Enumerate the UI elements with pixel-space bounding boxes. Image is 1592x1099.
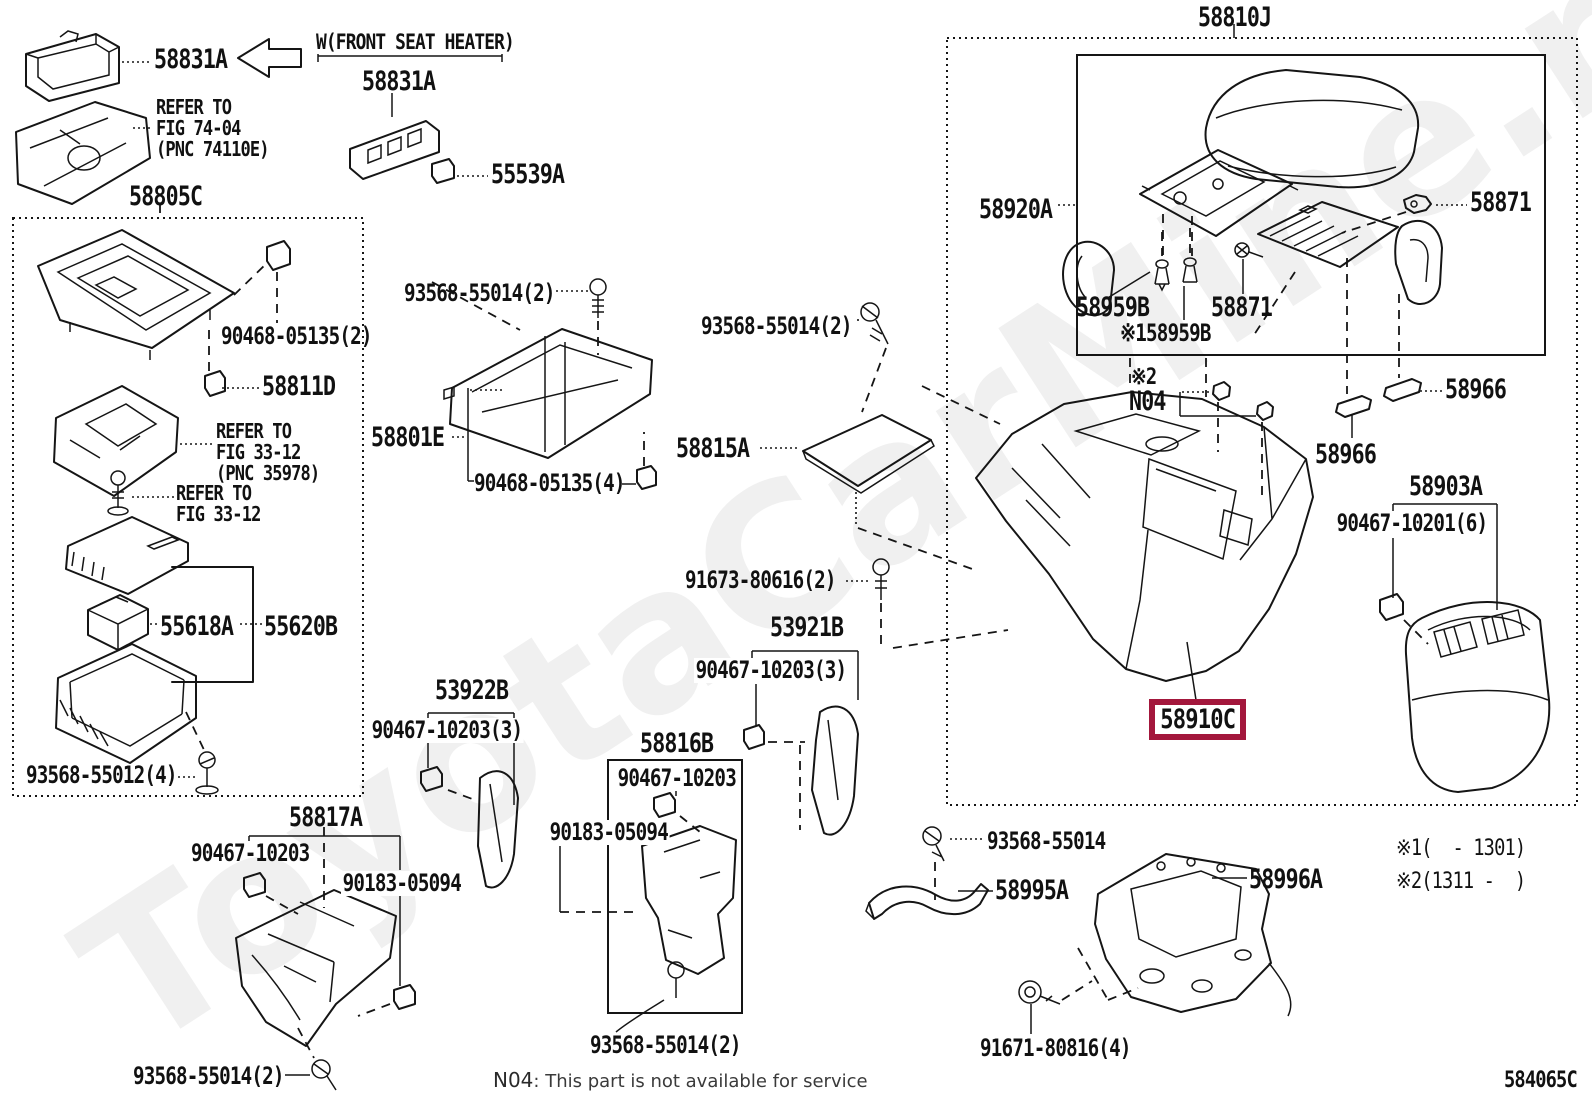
tray-58831a-drawing (25, 30, 152, 102)
part-label-93568-55014-2-d: 93568-55014(2) (590, 1031, 741, 1059)
left-arrow-icon (237, 38, 302, 78)
svg-text:ToyotaCarMine.ru: ToyotaCarMine.ru (41, 0, 1592, 1094)
part-label-58831a-top: 58831A (154, 44, 228, 75)
part-label-58817a: 58817A (289, 802, 363, 833)
part-label-53921b: 53921B (770, 612, 844, 643)
upper-panel-drawing (37, 229, 291, 397)
mat-58815a-drawing (760, 385, 1001, 571)
part-label-55620b: 55620B (264, 611, 338, 642)
part-label-58910c: 58910C (1159, 704, 1236, 735)
service-note-code: N04 (493, 1068, 534, 1092)
part-label-58996a: 58996A (1249, 864, 1323, 895)
service-note: N04: This part is not available for serv… (493, 1068, 868, 1092)
footnote-1: ※1( - 1301) (1396, 836, 1526, 861)
refer-note-33-12-a: REFER TO FIG 33-12 (PNC 35978) (216, 419, 320, 485)
watermark-text: ToyotaCarMine.ru (41, 0, 1592, 1094)
tray-bin-drawing (55, 643, 219, 795)
carrier-58801e-drawing (431, 278, 657, 490)
part-label-58811d: 58811D (262, 371, 336, 402)
part-label-58871-b: 58871 (1211, 292, 1273, 323)
part-label-90467-10201-6: 90467-10201(6) (1335, 509, 1489, 537)
highlighted-part-box: 58910C (1149, 699, 1246, 740)
part-label-91673-80616-2: 91673-80616(2) (685, 566, 836, 594)
part-label-93568-55012-4: 93568-55012(4) (26, 761, 177, 789)
console-lid-drawing (65, 516, 189, 595)
part-label-158959b: ※158959B (1120, 319, 1211, 347)
heater-panel-drawing (1251, 201, 1399, 339)
diagram-code: 584065C (1504, 1068, 1578, 1093)
part-label-58920a: 58920A (979, 194, 1053, 225)
part-label-90183-05094-a: 90183-05094 (341, 869, 463, 897)
part-label-93568-55014-2-c: 93568-55014(2) (701, 312, 852, 340)
strap-58995a-drawing (865, 883, 993, 920)
part-label-90467-10203-3-a: 90467-10203(3) (694, 656, 848, 684)
assembly-boxes (12, 24, 1578, 1014)
service-note-text: : This part is not available for service (533, 1071, 868, 1092)
part-label-93568-55014-2-a: 93568-55014(2) (133, 1062, 284, 1090)
armrest-lid-drawing (1204, 69, 1420, 189)
rear-vent-58903a-drawing (1379, 503, 1551, 793)
bolt-91671-drawing (1018, 980, 1093, 1034)
part-label-58831a-mid: 58831A (362, 66, 436, 97)
bracket-58816b-drawing (559, 790, 737, 1033)
part-label-90467-10203-b: 90467-10203 (616, 764, 738, 792)
hinge-bracket-left-drawing (1062, 240, 1115, 316)
box-58810j (946, 37, 1578, 806)
part-label-90183-05094-b: 90183-05094 (548, 818, 670, 846)
fin-53921b-drawing (743, 650, 859, 836)
asterisk2-note: ※2 (1131, 365, 1157, 390)
part-label-58871-a: 58871 (1470, 187, 1532, 218)
seat-heater-switch-drawing (349, 120, 488, 184)
shifter-panel-drawing (53, 385, 213, 516)
part-label-55618a: 55618A (160, 611, 234, 642)
heater-variant-header: W(FRONT SEAT HEATER) (316, 30, 515, 54)
part-label-58815a: 58815A (676, 433, 750, 464)
push-pins-58959b-drawing (1105, 228, 1198, 320)
part-label-53922b: 53922B (435, 675, 509, 706)
refer-note-33-12-b: REFER TO FIG 33-12 (176, 481, 261, 526)
part-label-58805c: 58805C (129, 181, 203, 212)
part-label-93568-55014-2-b: 93568-55014(2) (404, 279, 555, 307)
box-58816b (607, 759, 743, 1014)
n04-label: N04 (1129, 386, 1166, 417)
screw-93568-bottom-drawing (922, 826, 985, 900)
box-58920a (1076, 54, 1546, 356)
part-label-58801e: 58801E (371, 422, 445, 453)
bolt-58871b-drawing (1234, 242, 1264, 294)
refer-note-74-04: REFER TO FIG 74-04 (PNC 74110E) (156, 95, 269, 161)
part-label-58966-b: 58966 (1315, 439, 1377, 470)
side-panel-58817a-drawing (235, 827, 416, 1091)
part-label-58810j: 58810J (1198, 2, 1272, 33)
heater-control-74110e-drawing (15, 101, 153, 205)
frame-58996a-drawing (1077, 853, 1292, 1017)
part-label-58959b: 58959B (1076, 292, 1150, 323)
part-label-90467-10203-a: 90467-10203 (191, 839, 310, 867)
screw-93568c-drawing (857, 302, 889, 413)
console-body-58910c-drawing (975, 358, 1314, 701)
armrest-base-drawing (1139, 149, 1299, 258)
part-label-58966-a: 58966 (1445, 374, 1507, 405)
plugs-58966-drawing (1335, 258, 1443, 438)
part-label-90468-05135-2: 90468-05135(2) (221, 322, 372, 350)
heater-variant-bracket (317, 54, 503, 117)
part-label-91671-80816-4: 91671-80816(4) (980, 1034, 1131, 1062)
cup-box-55618a-drawing (87, 566, 262, 683)
part-label-90468-05135-4: 90468-05135(4) (474, 469, 625, 497)
part-label-58903a: 58903A (1409, 471, 1483, 502)
box-58805c (12, 217, 364, 797)
hinge-bracket-right-drawing (1394, 220, 1443, 305)
part-label-90467-10203-3-b: 90467-10203(3) (370, 716, 524, 744)
part-label-93568-55014: 93568-55014 (987, 827, 1106, 855)
part-label-58995a: 58995A (995, 875, 1069, 906)
footnote-2: ※2(1311 - ) (1396, 869, 1526, 894)
clip-58871a-drawing (1341, 194, 1467, 234)
part-label-55539a: 55539A (491, 159, 565, 190)
part-label-58816b: 58816B (640, 728, 714, 759)
screw-91673-drawing (846, 558, 1009, 650)
